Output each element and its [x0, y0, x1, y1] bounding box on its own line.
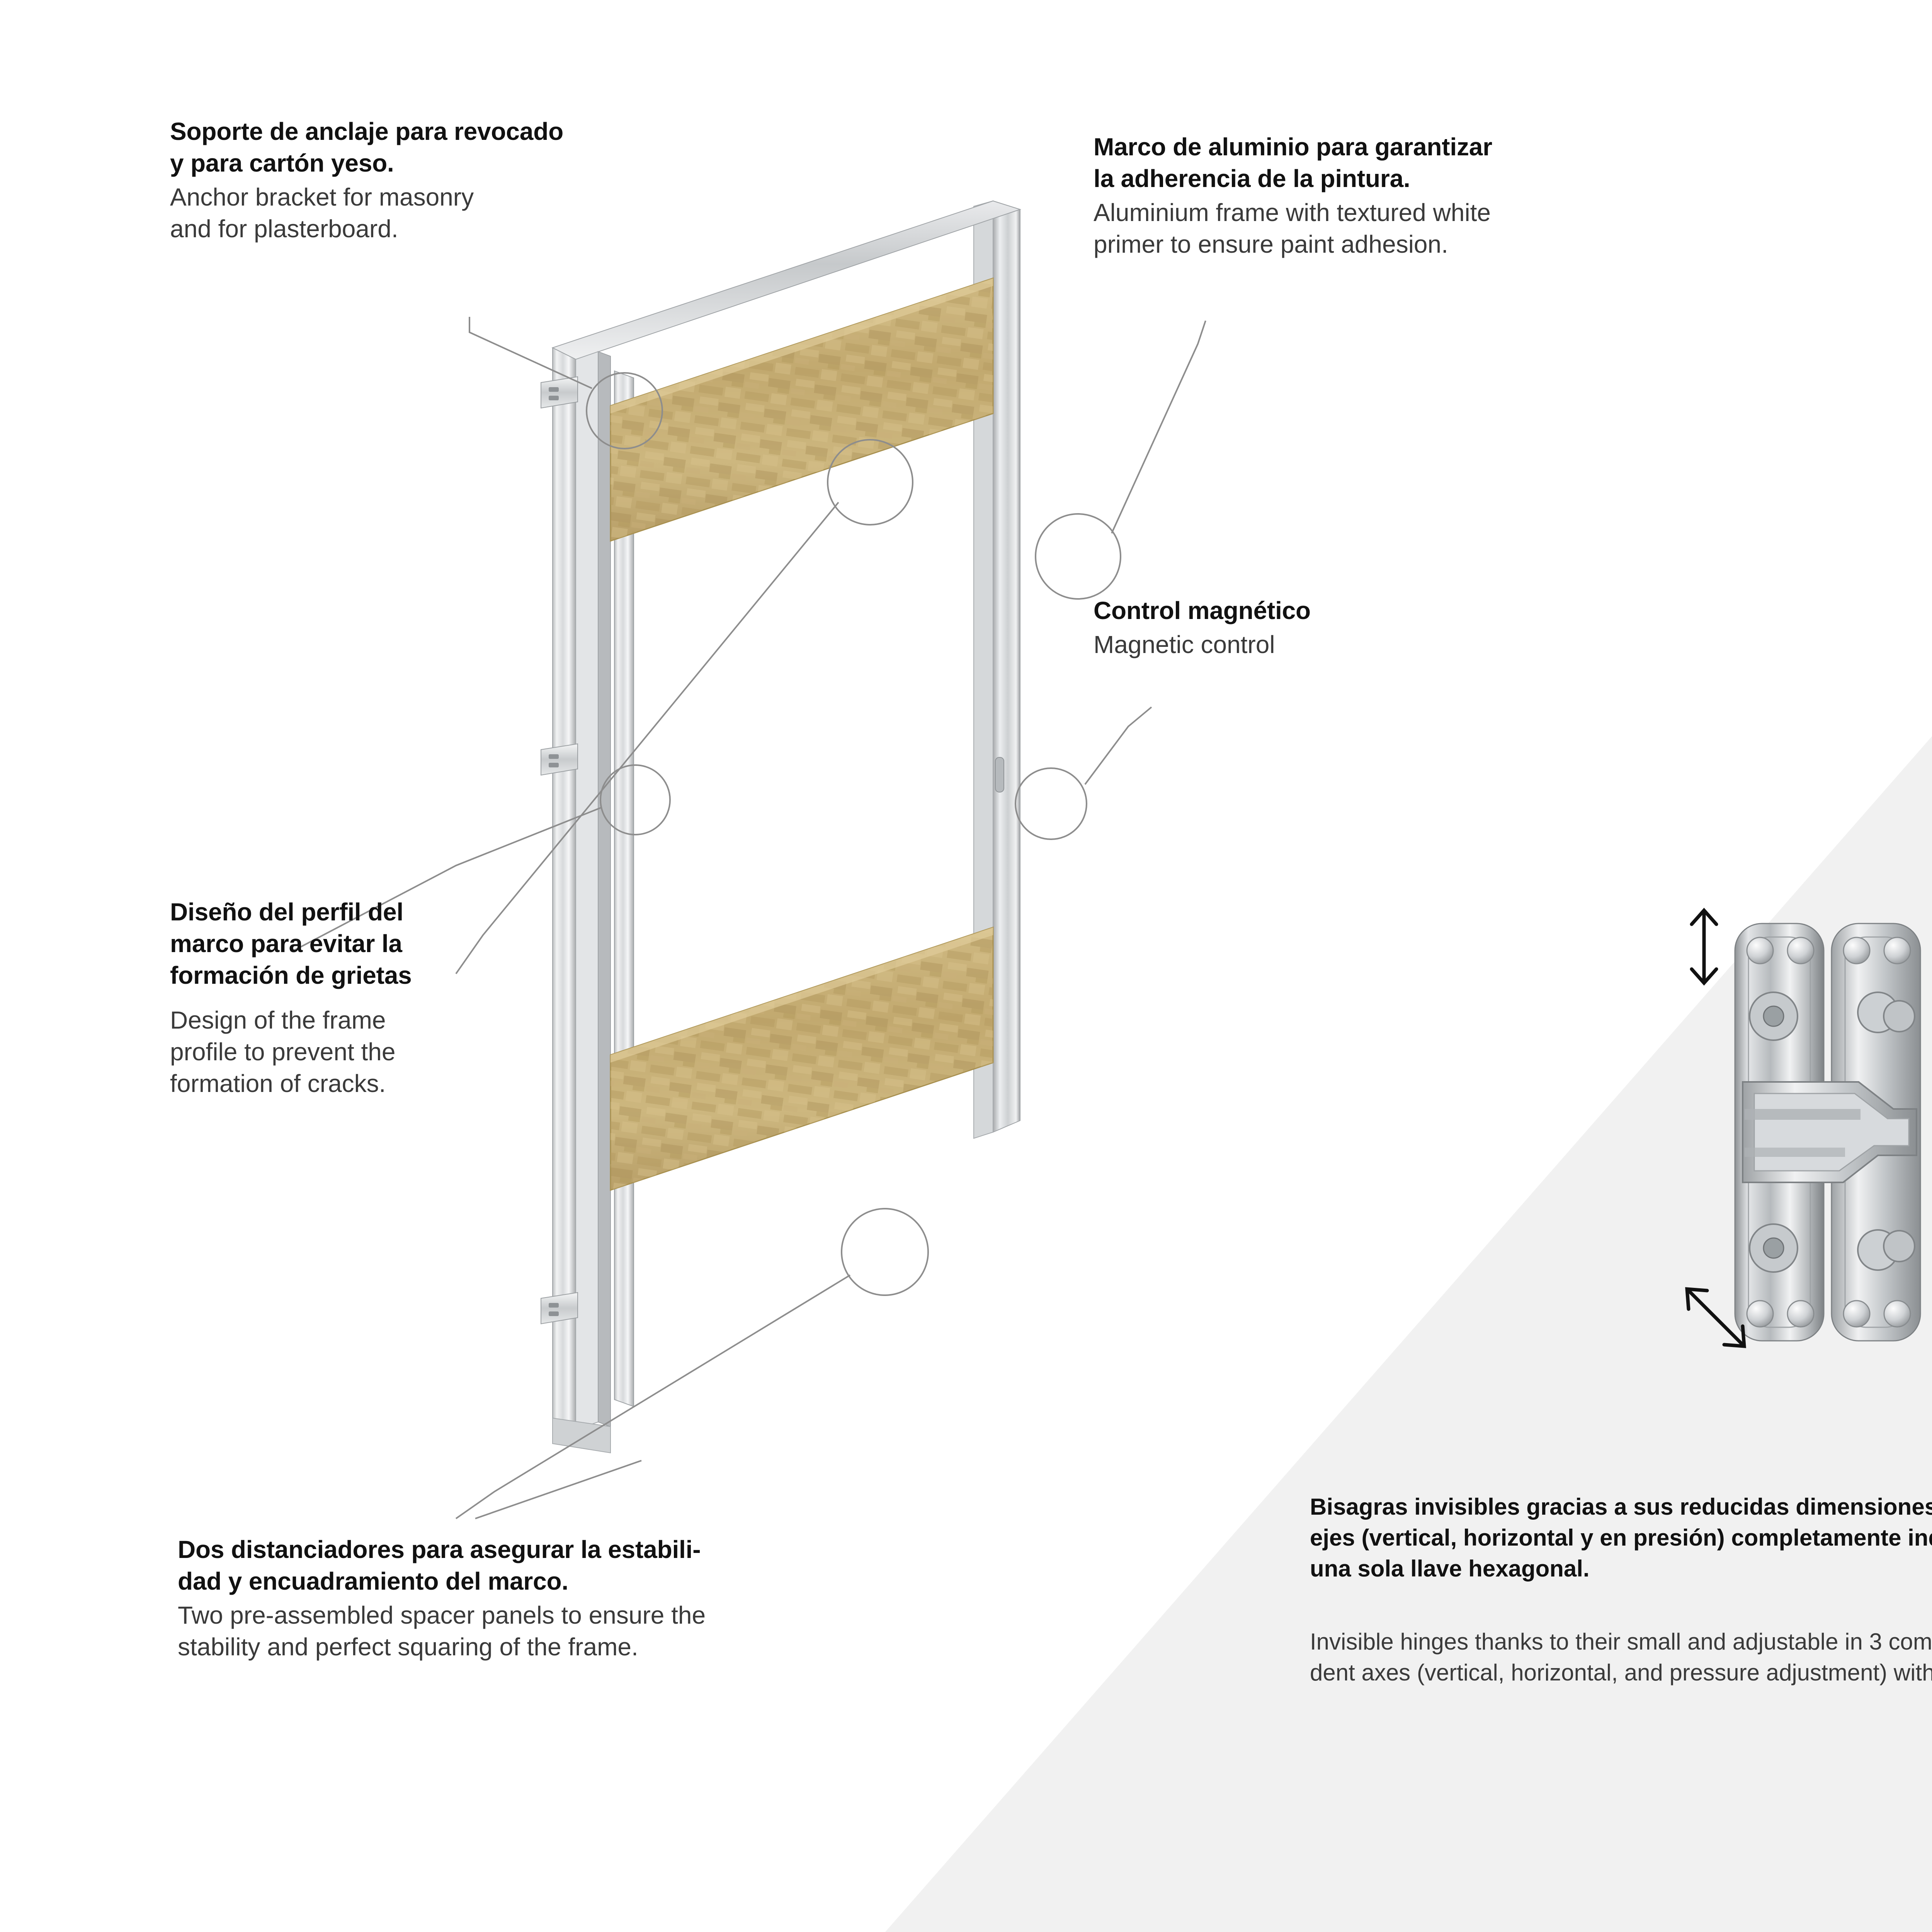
callout-frame-profile-design-title: Diseño del perfil del marco para evitar …	[170, 898, 412, 989]
callout-magnetic-control: Control magnético Magnetic control	[1094, 595, 1673, 661]
door-frame-illustration	[495, 166, 1329, 1542]
invisible-hinge-illustration	[1677, 900, 1932, 1364]
double-arrow-diagonal-icon	[1685, 1287, 1746, 1348]
callout-aluminium-frame: Marco de aluminio para garantizar la adh…	[1094, 131, 1750, 260]
callout-anchor-bracket-sub: Anchor bracket for masonry and for plast…	[170, 183, 474, 243]
callout-spacers-title: Dos distanciadores para asegurar la esta…	[178, 1536, 701, 1595]
callout-spacers: Dos distanciadores para asegurar la esta…	[178, 1534, 1066, 1663]
callout-anchor-bracket-title: Soporte de anclaje para revocado y para …	[170, 117, 563, 177]
callout-aluminium-frame-title: Marco de aluminio para garantizar la adh…	[1094, 133, 1492, 192]
callout-magnetic-control-sub: Magnetic control	[1094, 630, 1275, 658]
callout-aluminium-frame-sub: Aluminium frame with textured white prim…	[1094, 198, 1491, 258]
callout-frame-profile-design: Diseño del perfil del marco para evitar …	[170, 896, 672, 1099]
hinge-description-title: Bisagras invisibles gracias a sus reduci…	[1310, 1494, 1932, 1582]
axis-arrows	[1685, 908, 1746, 1348]
hinge-description-block: Bisagras invisibles gracias a sus reduci…	[1310, 1492, 1932, 1688]
double-arrow-vertical-icon	[1690, 908, 1718, 986]
callout-magnetic-control-title: Control magnético	[1094, 597, 1311, 624]
callout-frame-profile-design-sub: Design of the frame profile to prevent t…	[170, 1006, 396, 1097]
hinge-description-sub: Invisible hinges thanks to their small a…	[1310, 1629, 1932, 1686]
callout-spacers-sub: Two pre-assembled spacer panels to ensur…	[178, 1601, 706, 1661]
callout-anchor-bracket: Soporte de anclaje para revocado y para …	[170, 116, 827, 245]
